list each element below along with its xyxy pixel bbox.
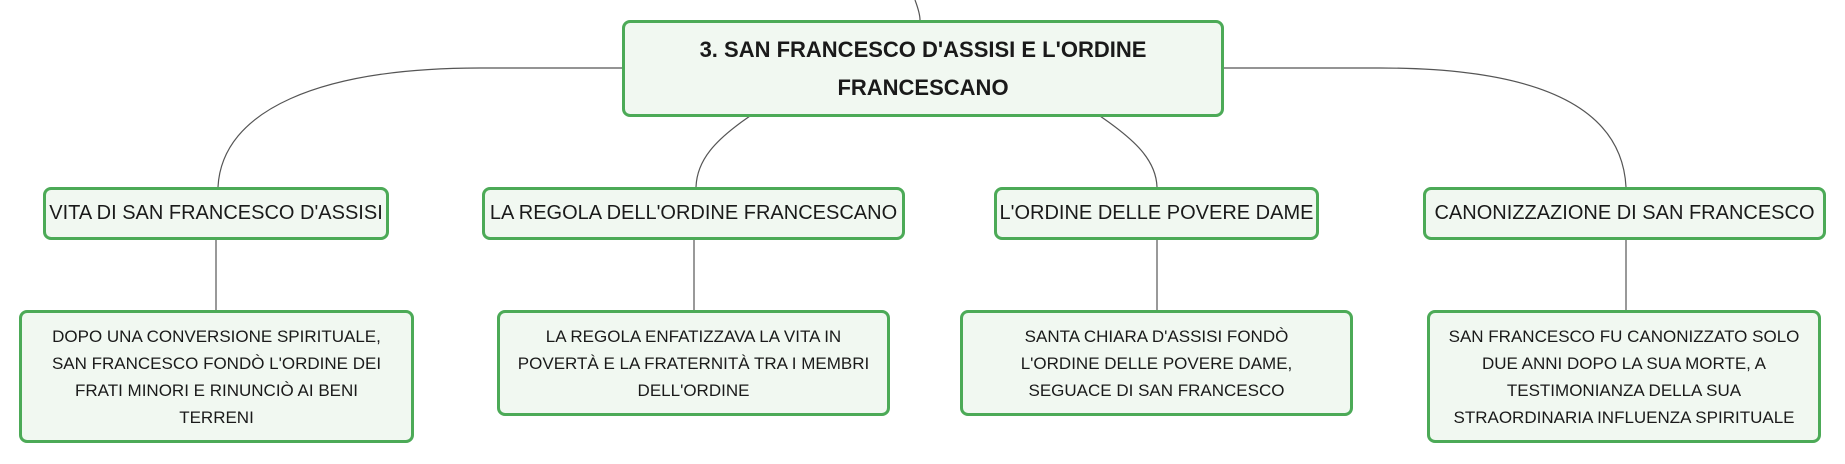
detail-text: DOPO UNA CONVERSIONE SPIRITUALE, SAN FRA… bbox=[51, 326, 382, 427]
topic-canonizzazione[interactable]: CANONIZZAZIONE DI SAN FRANCESCO bbox=[1423, 187, 1826, 240]
topic-regola-ordine-francescano[interactable]: LA REGOLA DELL'ORDINE FRANCESCANO bbox=[482, 187, 905, 240]
detail-canonizzazione[interactable]: SAN FRANCESCO FU CANONIZZATO SOLO DUE AN… bbox=[1427, 310, 1821, 443]
topic-label: L'ORDINE DELLE POVERE DAME bbox=[999, 202, 1314, 224]
detail-ordine-povere-dame[interactable]: SANTA CHIARA D'ASSISI FONDÒ L'ORDINE DEL… bbox=[960, 310, 1353, 416]
detail-vita-di-san-francesco[interactable]: DOPO UNA CONVERSIONE SPIRITUALE, SAN FRA… bbox=[19, 310, 414, 443]
connector-root-topic-2 bbox=[695, 115, 751, 188]
topic-label: CANONIZZAZIONE DI SAN FRANCESCO bbox=[1434, 202, 1815, 224]
connector-root-topic-3 bbox=[1099, 115, 1158, 188]
detail-text: SANTA CHIARA D'ASSISI FONDÒ L'ORDINE DEL… bbox=[1020, 326, 1293, 400]
topic-label: LA REGOLA DELL'ORDINE FRANCESCANO bbox=[489, 202, 898, 224]
root-topic-label: 3. SAN FRANCESCO D'ASSISI E L'ORDINE FRA… bbox=[699, 36, 1147, 100]
topic-ordine-povere-dame[interactable]: L'ORDINE DELLE POVERE DAME bbox=[994, 187, 1319, 240]
detail-text: SAN FRANCESCO FU CANONIZZATO SOLO DUE AN… bbox=[1448, 326, 1800, 427]
connector-root-topic-1 bbox=[217, 67, 622, 188]
topic-label: VITA DI SAN FRANCESCO D'ASSISI bbox=[49, 202, 383, 224]
topic-vita-di-san-francesco[interactable]: VITA DI SAN FRANCESCO D'ASSISI bbox=[43, 187, 389, 240]
detail-text: LA REGOLA ENFATIZZAVA LA VITA IN POVERTÀ… bbox=[517, 326, 870, 400]
root-topic[interactable]: 3. SAN FRANCESCO D'ASSISI E L'ORDINE FRA… bbox=[622, 20, 1224, 117]
connector-root-topic-4 bbox=[1224, 67, 1627, 188]
connector-parent bbox=[914, 0, 921, 21]
detail-regola-ordine-francescano[interactable]: LA REGOLA ENFATIZZAVA LA VITA IN POVERTÀ… bbox=[497, 310, 890, 416]
